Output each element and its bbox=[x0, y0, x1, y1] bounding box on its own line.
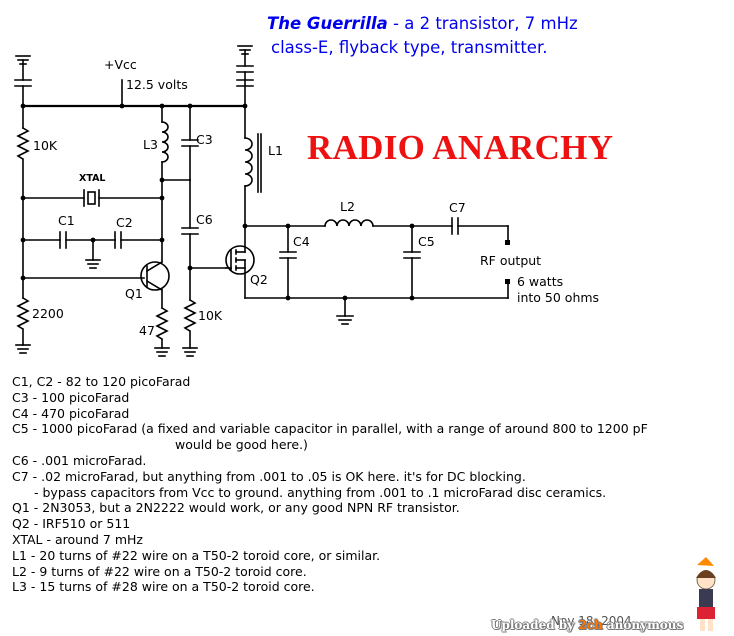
parts-list-item: C6 - .001 microFarad. bbox=[12, 452, 147, 468]
parts-list-item: would be good here.) bbox=[175, 437, 308, 453]
parts-list-item: C3 - 100 picoFarad bbox=[12, 389, 130, 405]
l3-label: L3 bbox=[143, 137, 158, 152]
l1-label: L1 bbox=[268, 143, 283, 158]
transistor-q1 bbox=[140, 261, 170, 291]
resistor-2200 bbox=[16, 296, 30, 331]
power-label-line2: into 50 ohms bbox=[517, 290, 600, 305]
parts-list-item: L2 - 9 turns of #22 wire on a T50-2 toro… bbox=[12, 563, 307, 579]
c7-label: C7 bbox=[449, 200, 466, 215]
page-subtitle: class-E, flyback type, transmitter. bbox=[271, 38, 548, 57]
q1-label: Q1 bbox=[125, 286, 143, 301]
parts-list-item: L3 - 15 turns of #28 wire on a T50-2 tor… bbox=[12, 579, 315, 595]
resistor-47 bbox=[155, 306, 169, 341]
r47-label: 47 bbox=[139, 323, 155, 338]
bypass-capacitor-right bbox=[236, 45, 254, 107]
parts-list-item: C5 - 1000 picoFarad (a fixed and variabl… bbox=[12, 421, 648, 437]
date-stamp: Nov 18, 2004 bbox=[551, 614, 632, 628]
r2200-label: 2200 bbox=[32, 306, 64, 321]
inductor-l2 bbox=[324, 219, 374, 227]
c1-label: C1 bbox=[58, 213, 75, 228]
l2-label: L2 bbox=[340, 199, 355, 214]
parts-list-item: XTAL - around 7 mHz bbox=[12, 531, 143, 547]
power-label-line1: 6 watts bbox=[517, 274, 564, 289]
radio-anarchy-banner: RADIO ANARCHY bbox=[307, 128, 614, 167]
mascot-illustration bbox=[696, 557, 716, 631]
c5-label: C5 bbox=[418, 234, 435, 249]
parts-list-item: - bypass capacitors from Vcc to ground. … bbox=[34, 484, 607, 500]
upload-watermark: Uploaded by 2ch anonymous bbox=[491, 618, 684, 632]
parts-list-item: Q2 - IRF510 or 511 bbox=[12, 516, 131, 532]
r10k-bottom-label: 10K bbox=[198, 308, 223, 323]
xtal-label: XTAL bbox=[79, 173, 106, 184]
parts-list: C1, C2 - 82 to 120 picoFarad C3 - 100 pi… bbox=[12, 374, 648, 595]
junction-dots bbox=[20, 103, 510, 301]
c2-label: C2 bbox=[116, 215, 133, 230]
voltage-label: 12.5 volts bbox=[126, 77, 188, 92]
parts-list-item: C1, C2 - 82 to 120 picoFarad bbox=[12, 374, 191, 389]
parts-list-item: Q1 - 2N3053, but a 2N2222 would work, or… bbox=[12, 500, 460, 516]
q2-label: Q2 bbox=[250, 272, 268, 287]
mosfet-q2 bbox=[225, 245, 255, 275]
rf-output-label: RF output bbox=[480, 253, 542, 268]
c4-label: C4 bbox=[293, 234, 310, 249]
parts-list-item: C7 - .02 microFarad, but anything from .… bbox=[12, 468, 526, 484]
crystal-xtal bbox=[87, 191, 96, 205]
bypass-capacitor-left bbox=[14, 55, 32, 107]
parts-list-item: L1 - 20 turns of #22 wire on a T50-2 tor… bbox=[12, 547, 381, 563]
parts-list-item: C4 - 470 picoFarad bbox=[12, 405, 130, 421]
c3-label: C3 bbox=[196, 132, 213, 147]
c6-label: C6 bbox=[196, 212, 213, 227]
resistor-10k-top bbox=[16, 126, 30, 161]
r10k-top-label: 10K bbox=[33, 138, 58, 153]
resistor-10k-bottom bbox=[183, 298, 197, 333]
vcc-label: +Vcc bbox=[104, 57, 137, 72]
inductor-l3 bbox=[161, 121, 169, 163]
page-title: The Guerrilla - a 2 transistor, 7 mHz bbox=[267, 14, 578, 33]
inductor-l1 bbox=[244, 137, 253, 187]
